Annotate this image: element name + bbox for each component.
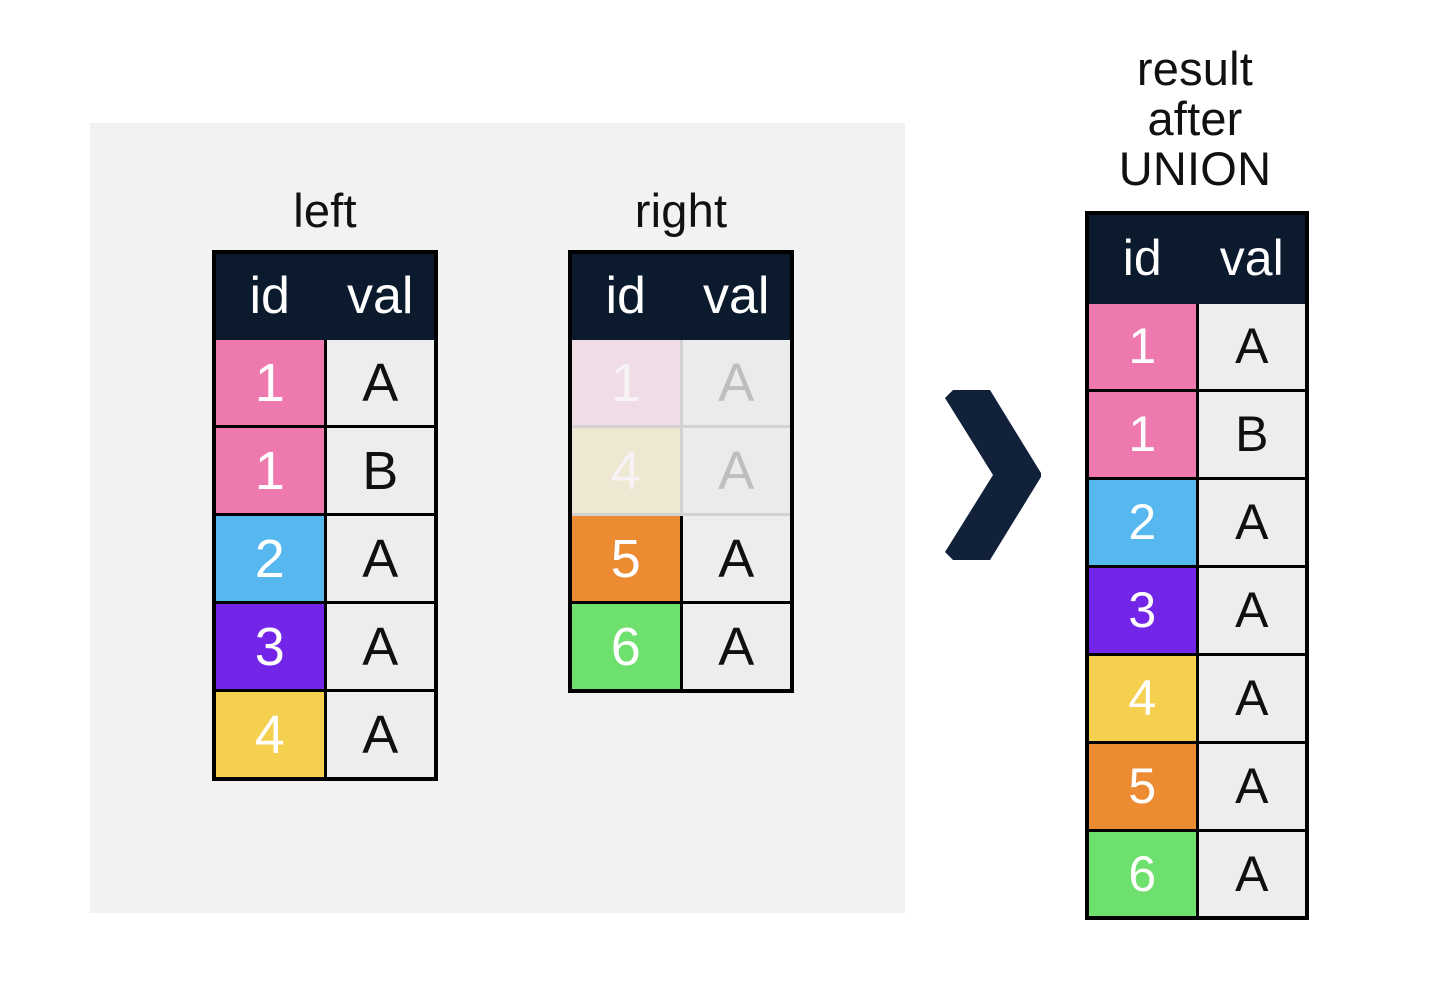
cell-id: 1 <box>1085 300 1199 392</box>
cell-id: 6 <box>1085 828 1199 920</box>
cell-val: A <box>1195 476 1309 568</box>
cell-val: A <box>1195 564 1309 656</box>
column-header-val: val <box>323 250 438 341</box>
cell-id: 1 <box>1085 388 1199 480</box>
cell-id: 4 <box>1085 652 1199 744</box>
cell-id: 4 <box>568 425 683 517</box>
cell-val: A <box>323 337 438 429</box>
table-header-row: id val <box>212 250 438 341</box>
cell-val: A <box>1195 300 1309 392</box>
cell-val: A <box>1195 828 1309 920</box>
cell-id: 1 <box>212 337 327 429</box>
cell-id: 2 <box>1085 476 1199 568</box>
cell-val: B <box>323 425 438 517</box>
right-table-caption: right <box>634 184 728 237</box>
cell-id: 5 <box>1085 740 1199 832</box>
cell-val: A <box>1195 740 1309 832</box>
cell-id: 3 <box>212 601 327 693</box>
left-table-caption: left <box>293 184 357 237</box>
cell-val: A <box>323 513 438 605</box>
cell-val: A <box>1195 652 1309 744</box>
cell-val: A <box>679 425 794 517</box>
cell-id: 1 <box>212 425 327 517</box>
column-header-val: val <box>1195 211 1309 304</box>
table-header-row: id val <box>1085 211 1309 304</box>
cell-id: 2 <box>212 513 327 605</box>
column-header-val: val <box>679 250 794 341</box>
table-header-row: id val <box>568 250 794 341</box>
cell-id: 6 <box>568 601 683 693</box>
column-header-id: id <box>568 250 683 341</box>
cell-val: A <box>323 601 438 693</box>
cell-id: 5 <box>568 513 683 605</box>
cell-id: 4 <box>212 689 327 781</box>
result-table-caption: result after UNION <box>1118 42 1272 195</box>
cell-val: A <box>679 337 794 429</box>
chevron-right-icon <box>945 390 1045 560</box>
cell-id: 3 <box>1085 564 1199 656</box>
cell-val: A <box>679 513 794 605</box>
column-header-id: id <box>212 250 327 341</box>
cell-val: B <box>1195 388 1309 480</box>
cell-val: A <box>323 689 438 781</box>
cell-id: 1 <box>568 337 683 429</box>
column-header-id: id <box>1085 211 1199 304</box>
cell-val: A <box>679 601 794 693</box>
